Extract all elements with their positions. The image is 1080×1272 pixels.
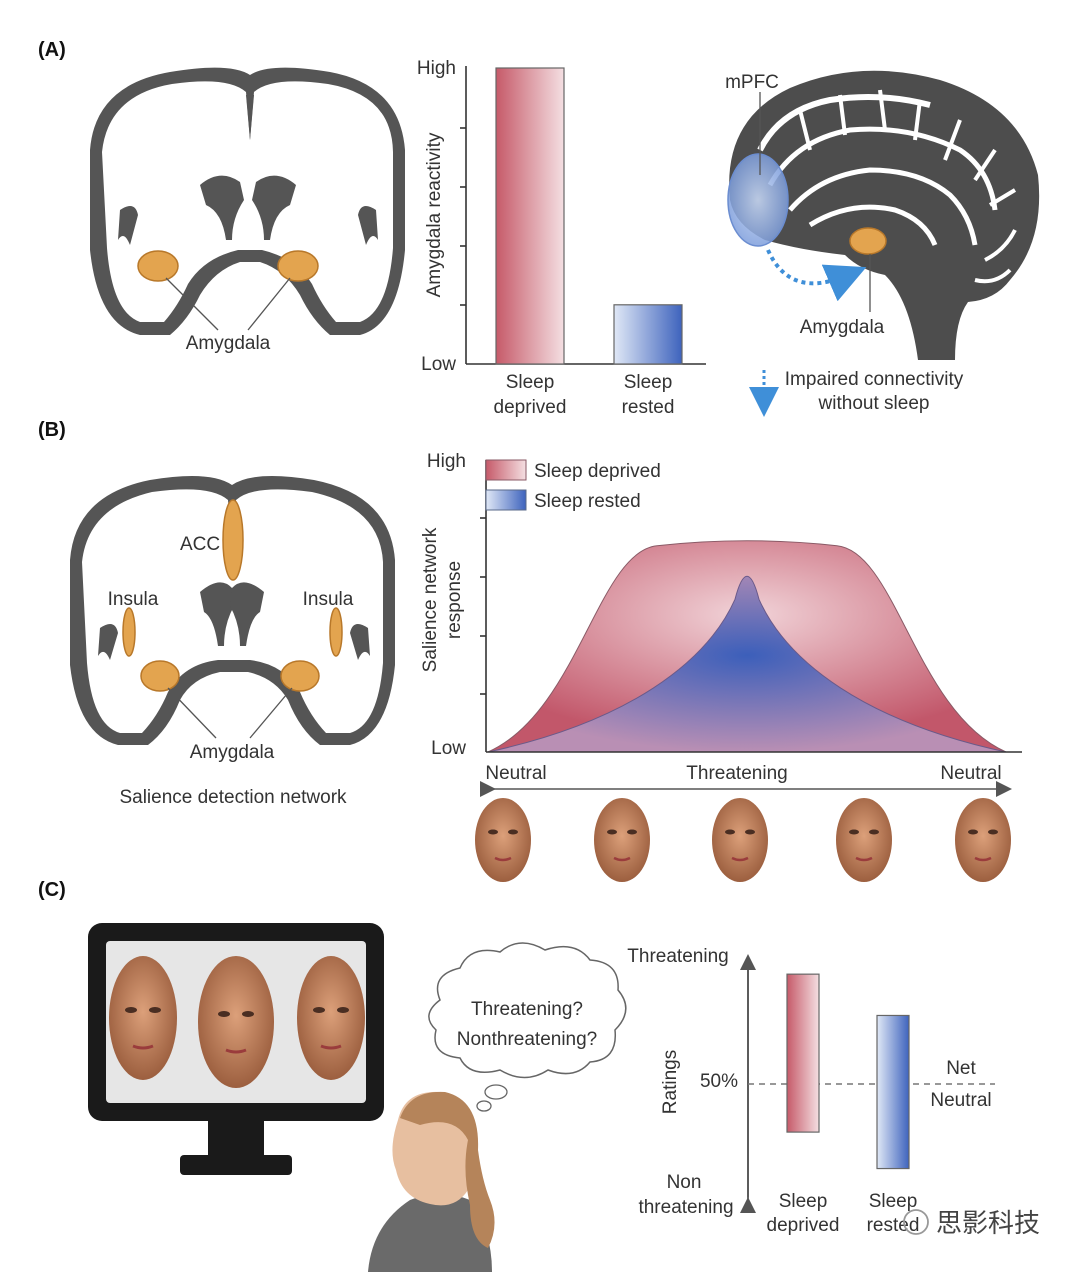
y-tick-non-line1: Non — [667, 1172, 702, 1193]
panel-label-a: (A) — [38, 39, 66, 61]
thought-line2: Nonthreatening? — [457, 1029, 598, 1050]
face-2 — [712, 798, 768, 882]
legend-swatch-deprived — [485, 459, 527, 481]
amygdala-right-b — [280, 660, 320, 692]
watermark-text: 思影科技 — [936, 1208, 1040, 1238]
net-label-line1: Net — [946, 1058, 976, 1079]
connectivity-legend-line1: Impaired connectivity — [785, 369, 964, 390]
x-tick-label-a-0-1: deprived — [494, 397, 567, 418]
x-tick-label-a-1-0: Sleep — [624, 372, 673, 393]
x-tick-label-c-1-0: Sleep — [869, 1191, 918, 1212]
amygdala-label-a: Amygdala — [186, 333, 271, 354]
y-axis-label-b-line1: Salience network — [420, 527, 441, 672]
acc-region — [222, 499, 244, 581]
amygdala-label-b: Amygdala — [190, 742, 275, 763]
panel-label-b: (B) — [38, 419, 66, 441]
network-caption: Salience detection network — [119, 787, 347, 808]
legend-label-rested: Sleep rested — [534, 491, 641, 512]
insula-left-label: Insula — [108, 589, 159, 610]
connectivity-legend-line2: without sleep — [818, 393, 930, 414]
y-axis-label-b-line2: response — [444, 561, 465, 639]
x-tick-label-c-0-1: deprived — [767, 1215, 840, 1236]
y-tick-low-b: Low — [431, 738, 466, 759]
bar-1 — [613, 304, 683, 365]
face-3 — [836, 798, 892, 882]
amygdala-sagittal — [849, 227, 887, 255]
monitor-illustration — [88, 923, 384, 1175]
x-label-threatening: Threatening — [686, 763, 787, 784]
face-0 — [475, 798, 531, 882]
y-tick-high-b: High — [427, 451, 466, 472]
panel-label-c: (C) — [38, 879, 66, 901]
y-tick-threatening: Threatening — [627, 946, 728, 967]
rating-bar-1 — [876, 1014, 910, 1170]
y-axis-label-c: Ratings — [660, 1050, 681, 1114]
x-tick-label-c-1-1: rested — [867, 1215, 920, 1236]
mpfc-label: mPFC — [725, 72, 779, 93]
coronal-brain-b: ACC Insula Insula Amygdala Salience dete… — [70, 476, 395, 808]
x-tick-label-a-1-1: rested — [622, 397, 675, 418]
face-4 — [955, 798, 1011, 882]
face-1 — [594, 798, 650, 882]
area-sleep-rested — [487, 576, 1007, 753]
x-label-neutral-right: Neutral — [940, 763, 1001, 784]
insula-left-region — [122, 607, 136, 657]
rating-bar-0 — [786, 973, 820, 1133]
watermark: 思影科技 — [903, 1208, 1040, 1238]
amygdala-left-b — [140, 660, 180, 692]
y-tick-low-a: Low — [421, 354, 456, 375]
amygdala-left — [137, 250, 179, 282]
y-tick-50: 50% — [700, 1071, 738, 1092]
sagittal-brain: mPFC Amygdala Impaired connectivity with… — [725, 70, 1040, 417]
salience-response-chart: High Low Salience network response Sleep… — [420, 451, 1022, 882]
y-tick-high-a: High — [417, 58, 456, 79]
person-illustration — [368, 1091, 495, 1272]
x-tick-label-c-0-0: Sleep — [779, 1191, 828, 1212]
amygdala-reactivity-chart: High Low Amygdala reactivity Sleep depriv… — [417, 58, 706, 418]
monitor-face-1 — [198, 956, 274, 1088]
legend-swatch-rested — [485, 489, 527, 511]
connectivity-arrow — [766, 249, 867, 302]
y-axis-label-a: Amygdala reactivity — [424, 132, 445, 297]
acc-label: ACC — [180, 534, 220, 555]
ratings-chart: Threatening 50% Non threatening Ratings … — [627, 946, 995, 1236]
thought-line1: Threatening? — [471, 999, 583, 1020]
net-label-line2: Neutral — [930, 1090, 991, 1111]
insula-right-region — [329, 607, 343, 657]
legend-label-deprived: Sleep deprived — [534, 461, 661, 482]
coronal-brain-a: Amygdala — [90, 67, 405, 354]
amygdala-label-sagittal: Amygdala — [800, 317, 885, 338]
mpfc-region — [727, 153, 789, 247]
x-label-neutral-left: Neutral — [485, 763, 546, 784]
bar-0 — [495, 67, 565, 365]
monitor-face-2 — [297, 956, 365, 1080]
thought-bubble: Threatening? Nonthreatening? — [428, 942, 627, 1112]
monitor-face-0 — [109, 956, 177, 1080]
amygdala-right — [277, 250, 319, 282]
wechat-icon — [903, 1209, 929, 1235]
x-tick-label-a-0-0: Sleep — [506, 372, 555, 393]
face-morph-row — [475, 798, 1011, 882]
insula-right-label: Insula — [303, 589, 354, 610]
y-tick-non-line2: threatening — [638, 1197, 733, 1218]
